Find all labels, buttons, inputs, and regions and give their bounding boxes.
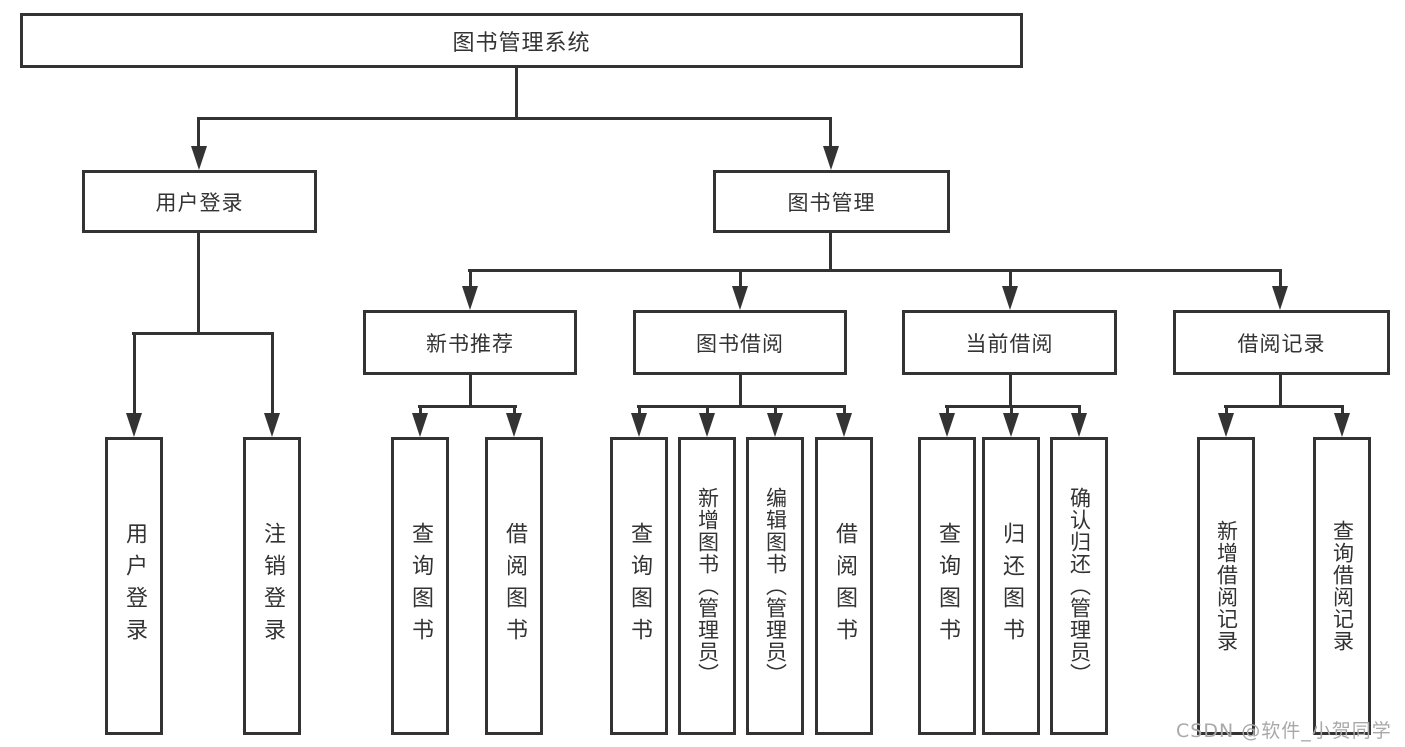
connector-line <box>1225 405 1228 417</box>
leaf-query-books-2: 查询图书 <box>610 437 668 735</box>
connector-line <box>132 332 274 335</box>
connector-line <box>469 375 472 408</box>
arrow-down-icon <box>1003 413 1019 437</box>
connector-line <box>829 117 832 149</box>
connector-line <box>1010 405 1013 417</box>
leaf-add-borrow-record: 新增借阅记录 <box>1197 437 1255 735</box>
arrow-down-icon <box>699 413 715 437</box>
arrow-down-icon <box>264 413 280 437</box>
node-book-borrow: 图书借阅 <box>633 310 847 375</box>
arrow-down-icon <box>1218 413 1234 437</box>
arrow-down-icon <box>462 286 478 310</box>
leaf-edit-books-admin: 编辑图书（管理员） <box>746 437 804 735</box>
leaf-borrow-books-2: 借阅图书 <box>815 437 873 735</box>
connector-line <box>468 269 1282 272</box>
leaf-query-books-3: 查询图书 <box>918 437 976 735</box>
arrow-down-icon <box>939 413 955 437</box>
connector-line <box>469 269 472 288</box>
connector-line <box>418 405 517 408</box>
arrow-down-icon <box>126 413 142 437</box>
connector-line <box>638 405 641 417</box>
leaf-query-books-1: 查询图书 <box>391 437 449 735</box>
arrow-down-icon <box>1071 413 1087 437</box>
leaf-query-borrow-record: 查询借阅记录 <box>1313 437 1371 735</box>
connector-line <box>637 405 845 408</box>
connector-line <box>829 233 832 271</box>
connector-line <box>706 405 709 417</box>
connector-line <box>133 332 136 415</box>
connector-line <box>1279 269 1282 288</box>
connector-line <box>1341 405 1344 417</box>
connector-line <box>197 117 200 149</box>
arrow-down-icon <box>506 413 522 437</box>
node-new-book-recommend: 新书推荐 <box>363 310 577 375</box>
arrow-down-icon <box>191 146 207 170</box>
arrow-down-icon <box>1334 413 1350 437</box>
leaf-return-books: 归还图书 <box>982 437 1040 735</box>
arrow-down-icon <box>1002 286 1018 310</box>
connector-line <box>419 405 422 417</box>
connector-line <box>843 405 846 417</box>
connector-line <box>197 233 200 334</box>
arrow-down-icon <box>1272 286 1288 310</box>
leaf-confirm-return-admin: 确认归还（管理员） <box>1050 437 1108 735</box>
connector-line <box>515 68 518 120</box>
node-user-login: 用户登录 <box>82 170 317 233</box>
connector-line <box>513 405 516 417</box>
node-library-management-system: 图书管理系统 <box>20 13 1023 68</box>
arrow-down-icon <box>631 413 647 437</box>
connector-line <box>1009 269 1012 288</box>
node-current-borrow: 当前借阅 <box>902 310 1117 375</box>
leaf-borrow-books-1: 借阅图书 <box>485 437 543 735</box>
connector-line <box>271 332 274 415</box>
connector-line <box>774 405 777 417</box>
arrow-down-icon <box>836 413 852 437</box>
arrow-down-icon <box>823 146 839 170</box>
leaf-logout: 注销登录 <box>243 437 301 735</box>
connector-line <box>1279 375 1282 408</box>
connector-line <box>946 405 949 417</box>
connector-line <box>739 269 742 288</box>
arrow-down-icon <box>732 286 748 310</box>
leaf-user-login: 用户登录 <box>105 437 163 735</box>
arrow-down-icon <box>412 413 428 437</box>
connector-line <box>1009 375 1012 408</box>
arrow-down-icon <box>767 413 783 437</box>
csdn-watermark: CSDN @软件_小贺同学 <box>1176 720 1392 742</box>
connector-line <box>197 117 832 120</box>
connector-line <box>1224 405 1343 408</box>
node-book-management: 图书管理 <box>713 170 950 233</box>
node-borrow-records: 借阅记录 <box>1173 310 1390 375</box>
connector-line <box>1078 405 1081 417</box>
leaf-add-books-admin: 新增图书（管理员） <box>678 437 736 735</box>
connector-line <box>739 375 742 408</box>
